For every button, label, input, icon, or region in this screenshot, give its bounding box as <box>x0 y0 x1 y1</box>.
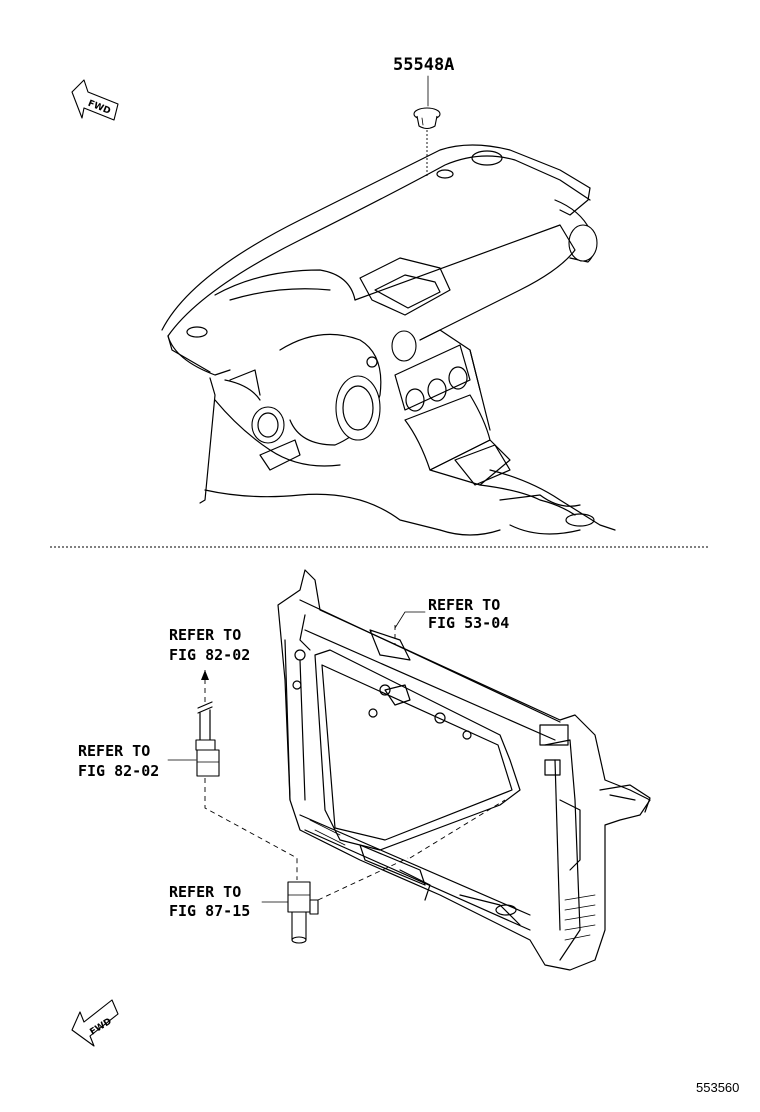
callout-fig-82-02-upper-line2: FIG 82-02 <box>169 646 250 664</box>
ambient-sensor <box>287 881 319 944</box>
dash-sensor-to-frame-1 <box>317 857 409 901</box>
dash-sensor-to-frame-2 <box>409 799 506 859</box>
radiator-support-frame <box>277 569 651 971</box>
callout-fig-87-15-line2: FIG 87-15 <box>169 902 250 920</box>
callout-fig-53-04-line2: FIG 53-04 <box>428 614 509 632</box>
part-number-label: 55548A <box>393 55 454 75</box>
callout-fig-82-02-lower-line1: REFER TO <box>78 742 150 760</box>
callout-fig-87-15-line1: REFER TO <box>169 883 241 901</box>
wire-connector <box>195 701 220 777</box>
arrow-up-icon <box>201 670 209 680</box>
dash-connector-to-sensor <box>204 778 298 880</box>
callout-fig-53-04-line1: REFER TO <box>428 596 500 614</box>
fwd-arrow-icon-bottom: FWD <box>71 999 119 1047</box>
leader-fig-53-04 <box>394 611 426 629</box>
figure-number: 553560 <box>696 1080 739 1095</box>
dashboard-illustration <box>161 144 616 536</box>
callout-fig-82-02-upper-line1: REFER TO <box>169 626 241 644</box>
fwd-arrow-icon-top: FWD <box>71 79 119 121</box>
clip-fastener <box>413 107 441 130</box>
callout-fig-82-02-lower-line2: FIG 82-02 <box>78 762 159 780</box>
